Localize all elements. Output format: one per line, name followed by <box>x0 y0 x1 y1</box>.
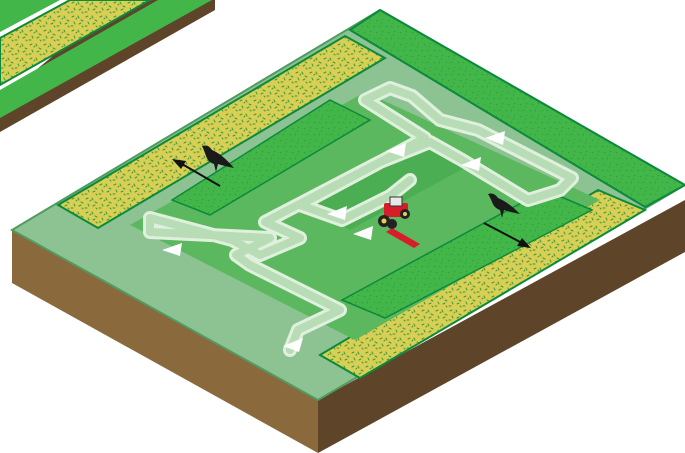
neighbour-soil-side <box>0 0 215 132</box>
crop-strip-uncut-right <box>340 189 594 319</box>
direction-arrow-icon <box>353 226 373 240</box>
neighbour-field <box>0 0 215 132</box>
neighbour-crop-strip <box>0 0 60 32</box>
path-track-inner <box>146 84 576 354</box>
direction-arrows <box>162 131 505 352</box>
soil-front-face <box>12 230 318 453</box>
direction-arrow-icon <box>162 243 182 256</box>
tractor-wheel <box>381 218 387 224</box>
escape-arrow-left <box>181 163 221 187</box>
stubble-strip-left <box>56 34 388 230</box>
escape-arrow-right <box>483 222 523 244</box>
tractor-cab <box>389 196 403 207</box>
direction-arrow-icon <box>485 131 505 145</box>
neighbour-crop-strip-lower <box>0 0 212 118</box>
bird-left <box>172 145 234 187</box>
bird-right <box>483 193 531 248</box>
direction-arrow-icon <box>386 143 406 157</box>
direction-arrow-icon <box>283 338 303 352</box>
escape-arrow-head-right <box>517 238 531 248</box>
direction-arrow-icon <box>327 206 347 220</box>
escape-arrow-head-left <box>172 159 186 169</box>
direction-arrow-icon <box>461 157 481 171</box>
field-block <box>9 8 685 453</box>
soil-right-face <box>318 200 685 453</box>
tractor-wheel <box>387 219 397 229</box>
crop-strip-uncut-centre <box>300 140 470 230</box>
neighbour-stubble-strip <box>0 0 153 87</box>
grass-margin-right <box>348 8 685 209</box>
mowing-path <box>143 81 579 357</box>
tractor-wheel <box>403 212 407 216</box>
cutter-bar <box>386 228 420 248</box>
bird-silhouette-icon <box>202 145 234 172</box>
tractor-icon <box>378 196 420 248</box>
bird-silhouette-icon <box>488 193 520 218</box>
crop-strip-uncut-left <box>170 99 372 216</box>
